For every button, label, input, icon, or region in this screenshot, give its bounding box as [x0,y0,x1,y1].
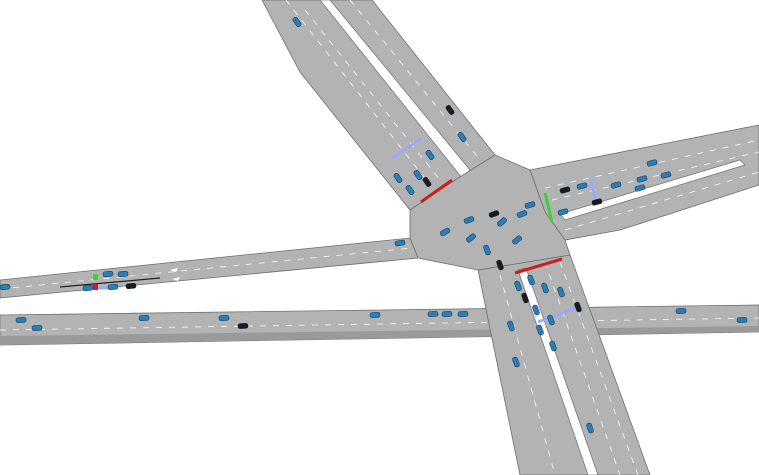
vehicle [576,182,588,190]
signal-stoplines [93,178,563,290]
vehicle [369,312,381,318]
vehicle [237,323,249,329]
vehicle [138,315,150,321]
vehicle [218,315,230,321]
vehicle [125,282,137,290]
vehicle [591,198,603,206]
vehicle [549,340,557,352]
vehicle [660,171,672,179]
vehicle [15,317,27,323]
vehicle [636,175,648,183]
vehicle [547,314,555,326]
vehicle [457,311,469,317]
vehicle [463,216,475,224]
vehicle [557,208,569,216]
vehicle [507,320,515,332]
vehicle [393,173,403,183]
vehicle [445,105,455,115]
road-west-approach [0,237,419,299]
lane-arrows [170,268,180,281]
vehicle [634,184,646,192]
vehicle-layer [0,17,748,434]
vehicle [441,311,453,317]
vehicle [586,422,594,434]
detector-north [391,136,423,160]
stopline-east-green [543,192,554,223]
vehicle [496,259,504,271]
vehicle [82,284,94,292]
vehicle [439,227,451,237]
vehicle [466,233,476,243]
vehicle [532,304,540,316]
vehicle [610,181,622,189]
vehicle [675,308,687,314]
stopline-north-red [420,178,453,204]
road-south-highway [0,304,759,346]
signal-west-green [93,274,98,280]
vehicle [512,235,522,245]
signal-west-red [93,284,98,290]
vehicle [31,325,43,331]
vehicle [574,301,582,313]
vehicle [736,317,748,323]
vehicle [559,186,571,194]
vehicle [117,270,129,278]
vehicle [512,356,520,368]
vehicle [536,324,544,336]
vehicle [422,177,432,187]
vehicle [457,132,467,142]
detector-south [537,306,576,324]
vehicle [514,280,522,292]
vehicle [524,201,536,209]
lane-arrow [172,277,180,281]
vehicle [425,150,435,160]
vehicle [483,244,491,256]
vehicle [646,159,658,167]
stopline-south-red [514,257,563,275]
vehicle [427,311,439,317]
vehicle [497,217,507,227]
intersection-area [409,154,571,271]
road-south-approach [477,254,651,475]
vehicle [405,185,415,195]
vehicle [516,210,528,218]
detector-east [588,177,598,201]
vehicle [394,239,406,247]
lane-arrow [170,268,178,272]
vehicle [541,282,549,294]
road-east-approach [529,124,759,241]
vehicle [0,283,11,291]
vehicle [557,286,565,298]
vehicle [292,17,302,27]
vehicle [102,270,114,278]
vehicle [527,274,535,286]
vehicle [413,170,423,180]
vehicle [488,210,500,218]
road-northwest-approach [261,0,496,211]
vehicle [107,283,119,291]
detectors [98,136,598,324]
vehicle [521,292,529,304]
